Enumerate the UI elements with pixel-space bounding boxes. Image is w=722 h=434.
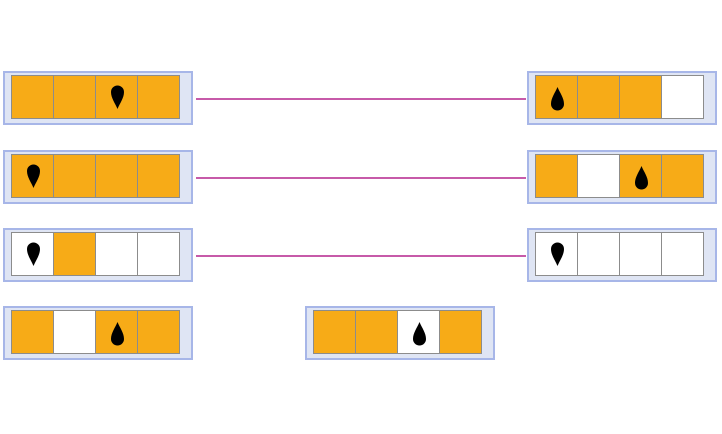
tape-cell-empty: [137, 232, 180, 276]
tape-strip-right-2: [527, 150, 717, 204]
tape-strip-middle-4: [305, 306, 495, 360]
tape-cell-filled: [313, 310, 356, 354]
tape-cell-filled: [355, 310, 398, 354]
tape-cell-empty: [577, 232, 620, 276]
tape-cell-empty: [619, 232, 662, 276]
tape-cell-filled: [95, 75, 138, 119]
head-marker-up-icon: [413, 322, 426, 346]
tape-cell-filled: [137, 75, 180, 119]
tape-cell-empty: [661, 75, 704, 119]
tape-strip-right-3: [527, 228, 717, 282]
tape-cell-empty: [535, 232, 578, 276]
tape-strip-left-4: [3, 306, 193, 360]
tape-cell-filled: [619, 154, 662, 198]
tape-cell-filled: [95, 310, 138, 354]
head-marker-down-icon: [111, 85, 124, 109]
tape-cell-filled: [535, 154, 578, 198]
tape-cell-empty: [397, 310, 440, 354]
tape-cell-filled: [661, 154, 704, 198]
tape-cell-empty: [661, 232, 704, 276]
tape-cell-filled: [53, 232, 96, 276]
head-marker-down-icon: [551, 242, 564, 266]
tape-cell-filled: [439, 310, 482, 354]
tape-cell-empty: [577, 154, 620, 198]
tape-cell-filled: [95, 154, 138, 198]
tape-cell-filled: [137, 154, 180, 198]
head-marker-up-icon: [111, 322, 124, 346]
tape-cell-filled: [11, 75, 54, 119]
tape-cell-filled: [577, 75, 620, 119]
tape-cell-filled: [53, 75, 96, 119]
tape-cell-empty: [11, 232, 54, 276]
connector-row-1: [196, 98, 526, 100]
tape-strip-right-1: [527, 71, 717, 125]
head-marker-up-icon: [635, 166, 648, 190]
connector-row-3: [196, 255, 526, 257]
tape-cell-filled: [535, 75, 578, 119]
tape-cell-filled: [619, 75, 662, 119]
tape-cell-filled: [11, 154, 54, 198]
tape-strip-left-1: [3, 71, 193, 125]
tape-cell-empty: [53, 310, 96, 354]
tape-cell-filled: [137, 310, 180, 354]
tape-strip-left-2: [3, 150, 193, 204]
tape-cell-empty: [95, 232, 138, 276]
head-marker-down-icon: [27, 164, 40, 188]
tape-cell-filled: [53, 154, 96, 198]
head-marker-up-icon: [551, 87, 564, 111]
tape-cell-filled: [11, 310, 54, 354]
head-marker-down-icon: [27, 242, 40, 266]
connector-row-2: [196, 177, 526, 179]
tape-strip-left-3: [3, 228, 193, 282]
